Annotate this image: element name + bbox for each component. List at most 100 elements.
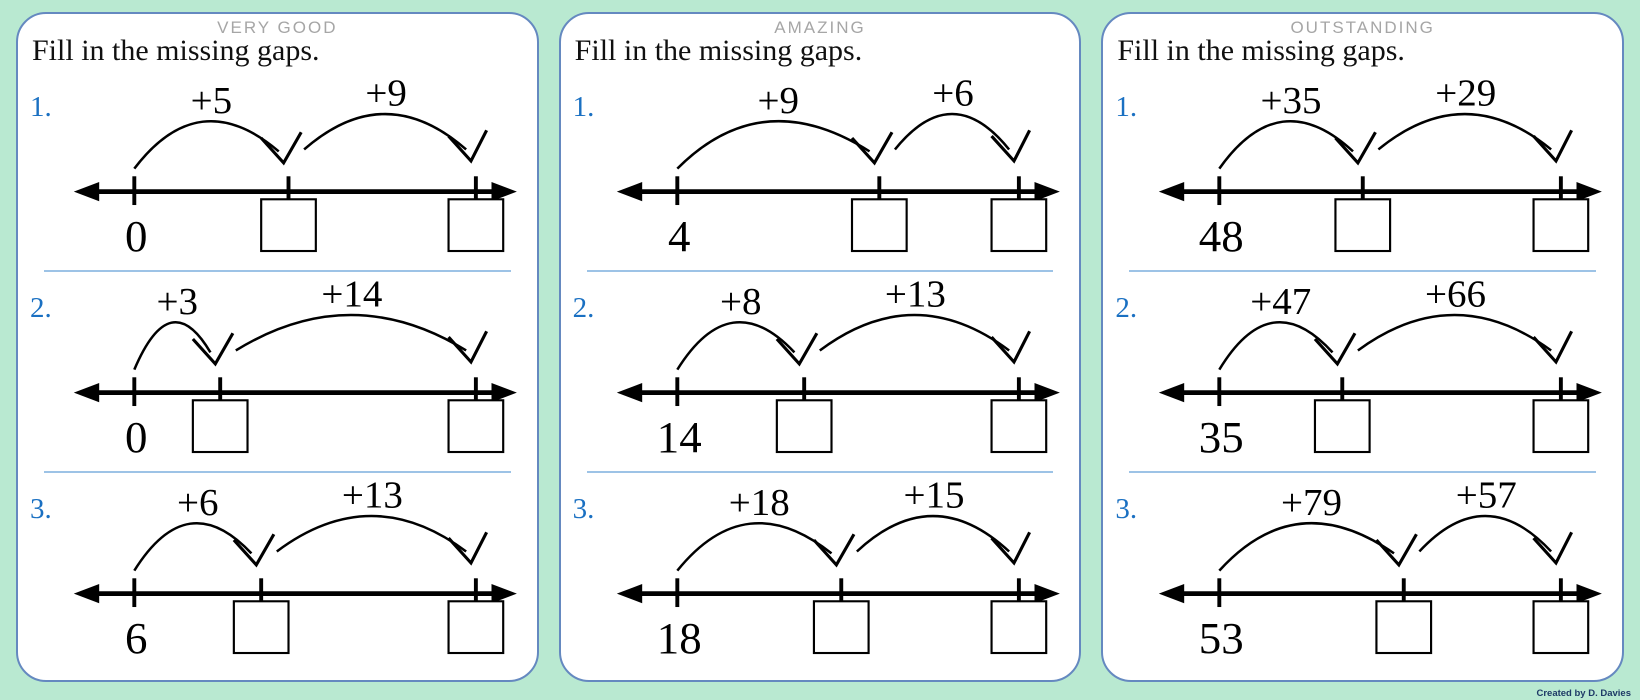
answer-box-2[interactable]	[1532, 600, 1590, 654]
line-arrow-right-icon	[1034, 181, 1060, 201]
problem-number: 3.	[572, 492, 595, 525]
jump-label-1: +6	[177, 482, 219, 524]
answer-box-2[interactable]	[990, 600, 1047, 654]
line-arrow-left-icon	[1159, 382, 1185, 402]
problem-list: 1. 0+5+9 2. 0+3+14 3. 6+6+13	[30, 69, 525, 673]
jump-arc-1	[133, 320, 212, 370]
jump-label-1: +47	[1251, 281, 1312, 323]
jump-label-2: +14	[321, 273, 382, 315]
jump-label-2: +29	[1436, 72, 1497, 114]
jump-arrowhead-1-icon	[1334, 130, 1378, 166]
start-value-label: 6	[125, 613, 147, 663]
numberline-diagram: 0+5+9	[73, 72, 517, 260]
problem-number: 1.	[572, 90, 595, 123]
answer-box-2[interactable]	[1532, 197, 1590, 252]
jump-arc-2	[1377, 112, 1553, 150]
problem-row: 2. 35+47+66	[1115, 269, 1610, 471]
jump-arc-2	[276, 514, 467, 553]
jump-arc-1	[676, 119, 870, 169]
jump-arc-1	[1218, 119, 1355, 169]
numberline-diagram: 14+8+13	[616, 273, 1060, 462]
jump-arc-1	[1218, 521, 1396, 572]
panel-header: OUTSTANDING	[1290, 18, 1435, 37]
answer-box-2[interactable]	[1532, 398, 1590, 453]
problem-list: 1. 48+35+29 2. 35+47+66 3. 53+79+57	[1115, 69, 1610, 673]
answer-box-2[interactable]	[447, 197, 505, 252]
numberline-diagram: 6+6+13	[73, 475, 517, 663]
answer-box-1[interactable]	[191, 398, 249, 453]
line-arrow-left-icon	[616, 181, 642, 201]
jump-label-1: +3	[156, 281, 198, 323]
author-credit: Created by D. Davies	[1536, 688, 1631, 699]
problem-row: 1. 4+9+6	[573, 69, 1068, 270]
worksheet-instruction: Fill in the missing gaps.	[32, 34, 320, 67]
jump-label-1: +9	[757, 80, 799, 122]
answer-box-1[interactable]	[1375, 600, 1433, 654]
jump-arrowhead-1-icon	[260, 130, 303, 166]
line-arrow-right-icon	[1576, 181, 1603, 201]
answer-box-2[interactable]	[990, 197, 1047, 252]
jump-arrowhead-1-icon	[812, 533, 855, 568]
line-arrow-left-icon	[73, 181, 100, 201]
jump-arrowhead-1-icon	[1375, 533, 1419, 568]
answer-box-1[interactable]	[812, 600, 870, 654]
problem-list: 1. 4+9+6 2. 14+8+13 3. 18+18+15	[573, 69, 1068, 673]
answer-box-1[interactable]	[850, 197, 908, 252]
jump-label-2: +57	[1456, 475, 1517, 517]
jump-arrowhead-2-icon	[447, 330, 489, 365]
panel-header: VERY GOOD	[217, 18, 338, 37]
line-arrow-right-icon	[1576, 583, 1603, 604]
jump-arc-2	[1357, 313, 1553, 352]
jump-arc-1	[133, 119, 280, 169]
line-arrow-left-icon	[616, 583, 642, 604]
problem-row: 1. 0+5+9	[30, 69, 525, 270]
answer-box-2[interactable]	[990, 398, 1047, 453]
numberline-diagram: 35+47+66	[1159, 273, 1603, 462]
problem-number: 1.	[30, 90, 52, 123]
problem-number: 1.	[1115, 90, 1138, 123]
line-arrow-right-icon	[491, 382, 517, 402]
answer-box-1[interactable]	[775, 398, 833, 453]
jump-arc-2	[893, 112, 1010, 150]
answer-box-1[interactable]	[260, 197, 317, 252]
jump-arc-2	[818, 313, 1010, 352]
jump-arrowhead-2-icon	[990, 330, 1031, 365]
jump-arc-1	[133, 521, 253, 572]
problem-row: 3. 18+18+15	[572, 470, 1068, 672]
jump-arc-1	[1218, 320, 1334, 370]
answer-box-1[interactable]	[1314, 398, 1372, 453]
start-value-label: 48	[1199, 211, 1244, 261]
panel-header: AMAZING	[774, 18, 866, 37]
problem-number: 2.	[30, 291, 52, 324]
jump-arrowhead-1-icon	[191, 332, 235, 367]
worksheet-instruction: Fill in the missing gaps.	[1117, 34, 1405, 67]
answer-box-2[interactable]	[447, 600, 505, 654]
jump-arrowhead-1-icon	[850, 130, 894, 166]
jump-arc-1	[675, 521, 832, 572]
line-arrow-left-icon	[1159, 181, 1185, 201]
start-value-label: 18	[656, 613, 701, 663]
line-arrow-left-icon	[73, 382, 100, 402]
line-arrow-right-icon	[491, 583, 517, 604]
jump-arrowhead-2-icon	[1532, 531, 1574, 566]
jump-label-2: +6	[932, 72, 974, 114]
jump-arrowhead-1-icon	[1314, 332, 1357, 367]
jump-arrowhead-2-icon	[1532, 330, 1574, 365]
start-value-label: 53	[1199, 613, 1244, 663]
jump-label-1: +35	[1261, 80, 1322, 122]
jump-label-2: +9	[365, 72, 407, 114]
jump-arrowhead-2-icon	[990, 129, 1031, 164]
answer-box-2[interactable]	[447, 398, 505, 453]
line-arrow-left-icon	[1159, 583, 1185, 604]
problem-number: 2.	[572, 291, 595, 324]
start-value-label: 14	[656, 412, 701, 462]
answer-box-1[interactable]	[1334, 197, 1392, 252]
jump-arrowhead-2-icon	[447, 129, 489, 164]
problem-number: 2.	[1115, 291, 1138, 324]
jump-arc-2	[1418, 514, 1553, 553]
numberline-diagram: 48 +35 +29	[1159, 72, 1603, 261]
jump-label-1: +5	[191, 80, 233, 122]
answer-box-1[interactable]	[232, 600, 290, 654]
problem-row: 3. 6+6+13	[30, 470, 525, 672]
jump-arrowhead-2-icon	[1532, 129, 1574, 164]
